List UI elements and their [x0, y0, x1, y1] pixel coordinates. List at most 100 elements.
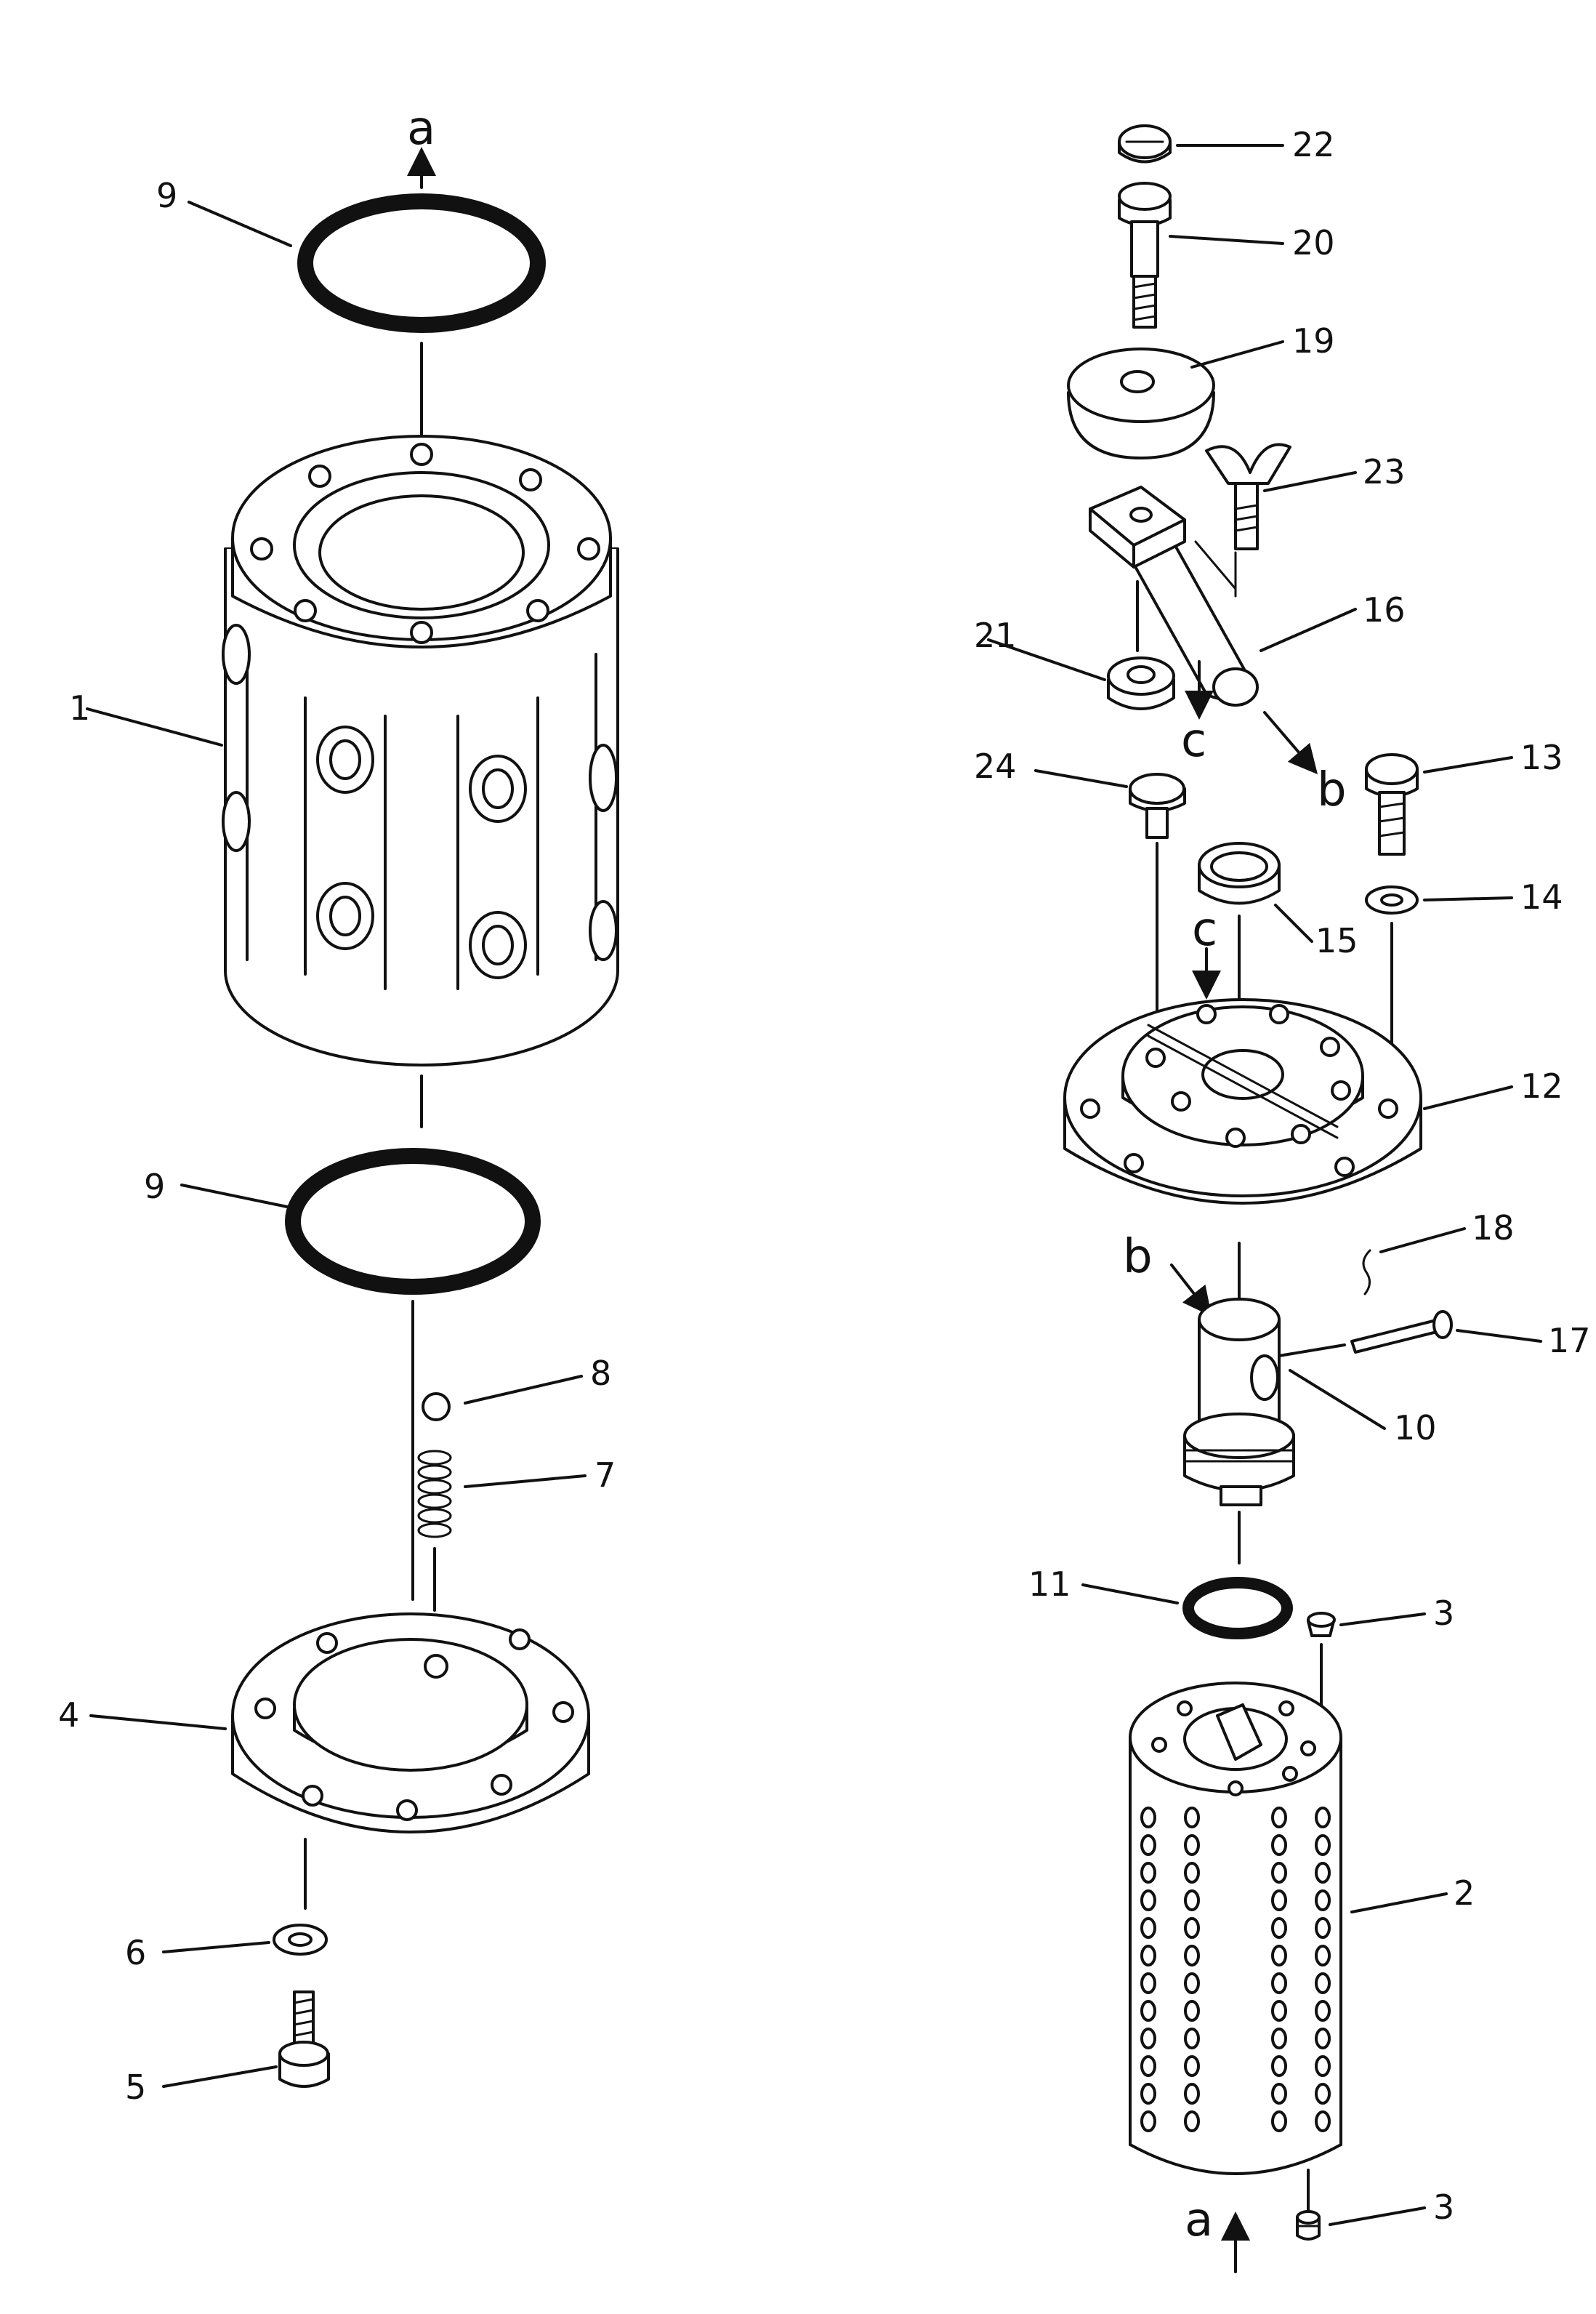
label-2: 2 [1454, 1873, 1475, 1913]
strainer-hole [1315, 2028, 1331, 2049]
leader-18 [1379, 1227, 1466, 1253]
strainer-hole [1315, 2083, 1331, 2105]
label-24: 24 [974, 747, 1017, 786]
strainer-hole [1271, 2083, 1287, 2105]
strainer-hole [1184, 2055, 1200, 2077]
strainer-hole [1184, 2028, 1200, 2049]
leader-2 [1350, 1892, 1448, 1913]
strainer-part-2 [1129, 1682, 1342, 2175]
label-9-bottom: 9 [144, 1167, 165, 1206]
valve-body-part-12 [1063, 998, 1422, 1205]
spring-part-7 [417, 1450, 452, 1538]
strainer-hole [1140, 2000, 1156, 2022]
leader-21 [987, 638, 1106, 681]
strainer-hole [1315, 1807, 1331, 1828]
housing-part-1 [222, 435, 619, 1066]
o-ring-part-11 [1182, 1577, 1293, 1639]
strainer-hole [1184, 1834, 1200, 1856]
leader-4 [89, 1714, 227, 1730]
label-3-bottom: 3 [1433, 2188, 1454, 2227]
strainer-hole [1315, 1972, 1331, 1994]
leader-14 [1423, 896, 1513, 901]
strainer-hole [1271, 2055, 1287, 2077]
strainer-hole [1184, 1945, 1200, 1967]
label-7: 7 [595, 1455, 616, 1495]
strainer-hole [1271, 1917, 1287, 1939]
strainer-hole [1140, 1834, 1156, 1856]
label-20: 20 [1292, 223, 1335, 262]
strainer-hole [1315, 2055, 1331, 2077]
strainer-hole [1271, 1972, 1287, 1994]
leader-3-top [1339, 1612, 1426, 1626]
strainer-hole [1271, 2110, 1287, 2132]
strainer-hole [1315, 1862, 1331, 1884]
label-3-top: 3 [1433, 1594, 1454, 1633]
leader-5 [162, 2065, 278, 2088]
ball-part-8 [422, 1392, 451, 1421]
bolt-part-20 [1118, 182, 1172, 329]
o-ring-9-bottom [285, 1148, 541, 1295]
leader-9-top [188, 201, 292, 247]
leader-10 [1289, 1369, 1386, 1430]
strainer-hole [1315, 1889, 1331, 1911]
washer-part-6 [273, 1924, 328, 1956]
label-1: 1 [69, 688, 90, 728]
label-11: 11 [1028, 1564, 1071, 1604]
leader-15 [1274, 904, 1313, 943]
leader-23 [1263, 471, 1357, 492]
plug-part-3-bottom [1296, 2210, 1321, 2241]
spool-part-10 [1183, 1298, 1295, 1506]
label-16: 16 [1363, 590, 1406, 630]
cap-part-22 [1118, 124, 1172, 164]
leader-13 [1423, 756, 1513, 774]
strainer-hole [1184, 2000, 1200, 2022]
strainer-hole [1184, 2083, 1200, 2105]
nut-part-21 [1107, 656, 1175, 710]
marker-c-lower: c [1192, 903, 1217, 957]
pin-part-17 [1350, 1310, 1453, 1354]
label-21: 21 [974, 616, 1017, 655]
strainer-hole [1140, 1917, 1156, 1939]
strainer-hole [1184, 1889, 1200, 1911]
bolt-part-5 [278, 1990, 330, 2088]
label-18: 18 [1472, 1208, 1515, 1248]
leader-24 [1034, 769, 1128, 788]
strainer-hole [1140, 2028, 1156, 2049]
label-8: 8 [590, 1354, 611, 1393]
strainer-hole [1271, 2000, 1287, 2022]
leader-19 [1190, 340, 1284, 369]
leader-20 [1169, 235, 1284, 245]
strainer-hole [1184, 1807, 1200, 1828]
strainer-hole [1315, 2110, 1331, 2132]
strainer-hole [1271, 1834, 1287, 1856]
label-12: 12 [1520, 1066, 1563, 1106]
strainer-hole [1140, 2110, 1156, 2132]
strainer-hole [1271, 1807, 1287, 1828]
strainer-hole [1315, 1945, 1331, 1967]
leader-1 [86, 707, 223, 747]
label-17: 17 [1548, 1321, 1591, 1360]
strainer-hole [1140, 2083, 1156, 2105]
label-9-top: 9 [156, 176, 177, 215]
strainer-hole [1184, 1917, 1200, 1939]
arrow-b-left [1170, 1264, 1212, 1317]
washer-part-14 [1365, 885, 1419, 915]
wing-screw-part-23 [1205, 443, 1291, 550]
leader-12 [1423, 1085, 1513, 1110]
ring-nut-part-15 [1198, 842, 1281, 905]
strainer-hole [1140, 1972, 1156, 1994]
strainer-hole [1140, 1807, 1156, 1828]
label-6: 6 [125, 1933, 146, 1972]
strainer-hole [1140, 1945, 1156, 1967]
strainer-hole [1315, 2000, 1331, 2022]
o-ring-9-top [297, 193, 546, 333]
label-4: 4 [58, 1695, 79, 1735]
strainer-hole [1140, 1862, 1156, 1884]
leader-6 [162, 1941, 270, 1953]
arrow-b-right [1263, 711, 1318, 775]
marker-a-bottom: a [1185, 2193, 1213, 2247]
cotter-pin-part-18 [1362, 1249, 1371, 1295]
leader-17 [1456, 1329, 1542, 1343]
handle-part-16 [1089, 486, 1259, 707]
